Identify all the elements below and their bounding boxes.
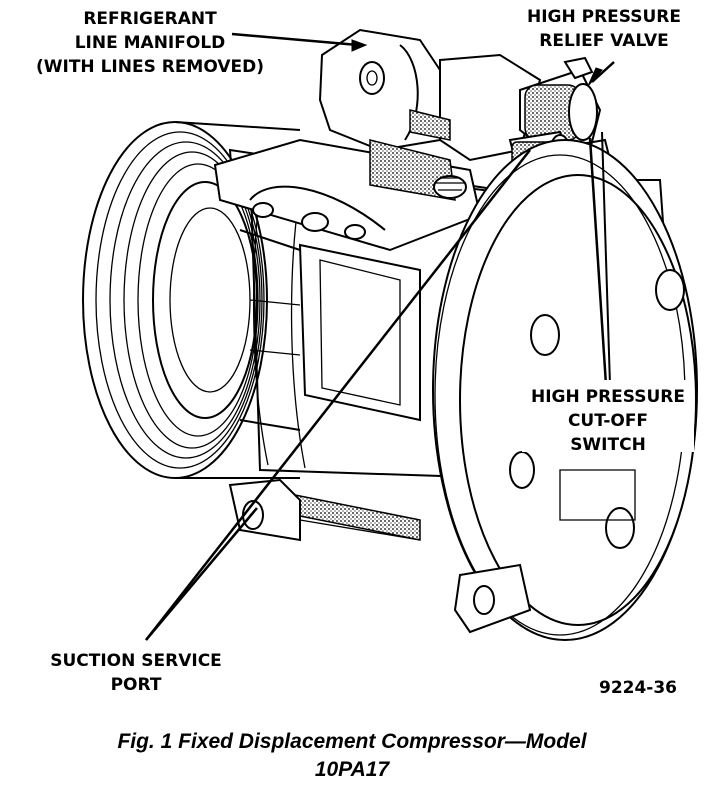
label-cutoff-line-3: SWITCH	[570, 435, 646, 455]
label-relief-line-1: HIGH PRESSURE	[527, 7, 681, 27]
label-relief-line-2: RELIEF VALVE	[539, 31, 668, 51]
label-high-pressure-relief-valve: HIGH PRESSURE RELIEF VALVE	[527, 7, 681, 51]
clutch-pulley	[82, 121, 301, 479]
label-suction-line-1: SUCTION SERVICE	[50, 651, 222, 671]
label-suction-line-2: PORT	[111, 675, 162, 695]
refrigerant-line-manifold	[213, 28, 542, 252]
label-manifold-line-1: REFRIGERANT	[83, 9, 217, 29]
caption-line-1: Fig. 1 Fixed Displacement Compressor—Mod…	[117, 730, 587, 753]
label-cutoff-line-1: HIGH PRESSURE	[531, 387, 685, 407]
figure-code: 9224-36	[599, 678, 677, 698]
label-cutoff-line-2: CUT-OFF	[568, 411, 648, 431]
label-manifold-line-2: LINE MANIFOLD	[75, 33, 226, 53]
mounting-feet	[228, 478, 532, 634]
label-manifold-line-3: (WITH LINES REMOVED)	[36, 57, 264, 77]
label-suction-service-port: SUCTION SERVICE PORT	[50, 651, 222, 695]
leader-lines	[145, 32, 615, 641]
caption-line-2: 10PA17	[315, 758, 391, 781]
label-refrigerant-line-manifold: REFRIGERANT LINE MANIFOLD (WITH LINES RE…	[36, 9, 264, 77]
label-high-pressure-cutoff-switch: HIGH PRESSURE CUT-OFF SWITCH	[522, 380, 694, 455]
figure-caption: Fig. 1 Fixed Displacement Compressor—Mod…	[117, 730, 587, 781]
